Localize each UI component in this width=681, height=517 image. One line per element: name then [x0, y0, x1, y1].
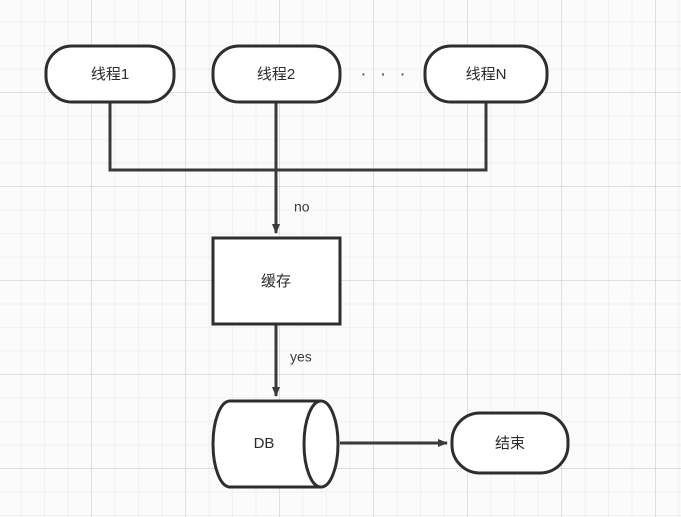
edge-label-yes: yes [290, 349, 312, 365]
edge-threadN-bus [276, 101, 488, 172]
thread2-shape[interactable] [211, 44, 342, 104]
db-cylinder-cap [302, 399, 322, 489]
db-cylinder-body[interactable] [211, 399, 340, 489]
threadN-label: 线程N [466, 66, 507, 83]
end-shape[interactable] [450, 411, 570, 475]
node-threadN[interactable]: 线程N [423, 44, 549, 104]
edge-thread1-bus [108, 101, 276, 172]
thread1-shape[interactable] [44, 44, 176, 104]
node-db[interactable]: DB [211, 399, 340, 489]
db-label: DB [254, 435, 275, 452]
edge-label-no: no [294, 199, 310, 215]
node-thread1[interactable]: 线程1 [44, 44, 176, 104]
end-label: 结束 [495, 435, 525, 452]
node-thread2[interactable]: 线程2 [211, 44, 342, 104]
node-end[interactable]: 结束 [450, 411, 570, 475]
node-cache[interactable]: 缓存 [211, 236, 342, 326]
cache-shape[interactable] [211, 236, 342, 326]
cache-label: 缓存 [261, 273, 291, 290]
threadN-shape[interactable] [423, 44, 549, 104]
thread2-label: 线程2 [257, 66, 295, 83]
connector-group [108, 101, 488, 447]
ellipsis-label: · · · [360, 64, 410, 85]
thread1-label: 线程1 [91, 66, 129, 83]
